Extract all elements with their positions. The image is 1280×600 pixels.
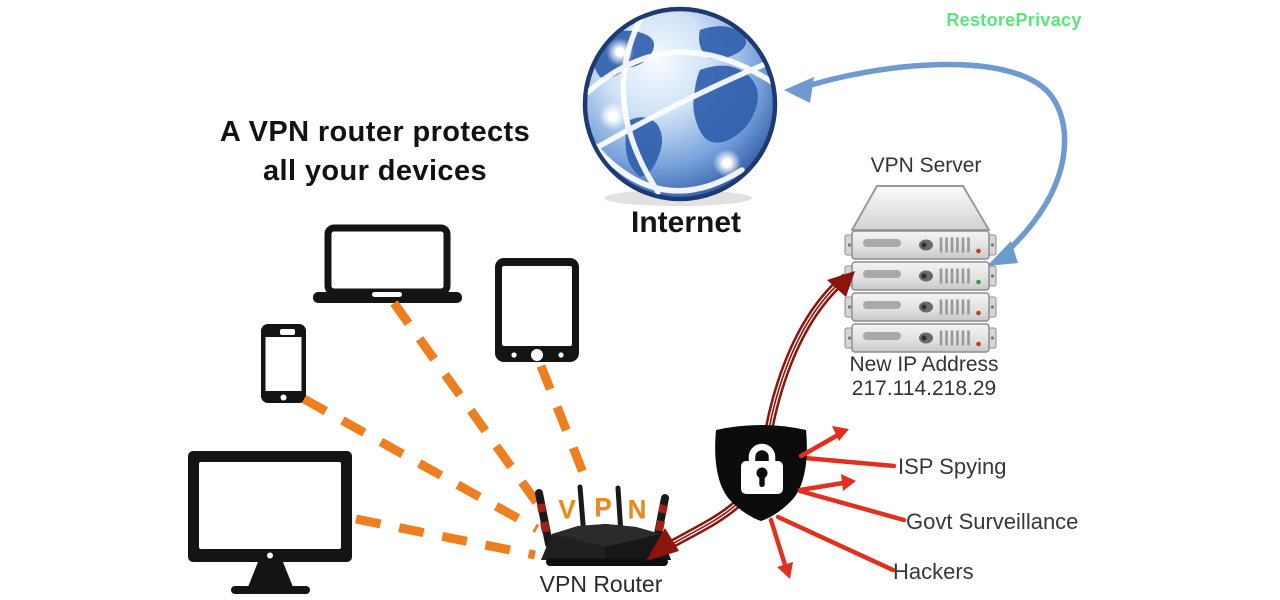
monitor-icon [188,451,352,594]
lock-shackle [748,443,776,464]
network-node-glow [599,38,741,177]
tunnel-arrowhead-server [827,271,855,297]
arrowhead-at-server [987,241,1018,266]
threat-line-isp [802,455,897,469]
brand-label: RestorePrivacy [946,10,1082,30]
laptop-icon [313,224,462,303]
heading-line-2: all your devices [262,155,487,187]
arrowhead-at-globe [784,77,814,103]
threat-line-hackers [775,514,896,573]
internet-globe-icon [582,6,778,206]
vpn-server-icon [844,185,997,353]
router-vpn-letter-n: N [627,494,647,524]
smartphone-icon [261,324,306,403]
threat-bounce-arrow-isp [798,426,849,459]
router-vpn-letter-v: V [558,494,576,524]
shield-lock-icon [715,425,807,521]
threat-bounce-arrow-govt [797,474,856,493]
internet-label: Internet [630,206,741,239]
tunnel-arrowhead-router [646,528,679,561]
server-to-internet-arrow [784,61,1068,266]
threat-label-hackers: Hackers [893,559,974,584]
threat-bounce-arrow-hackers [768,517,793,579]
threat-label-isp-spying: ISP Spying [898,454,1007,479]
server-units [844,230,997,353]
vpn-router-icon [535,484,671,566]
tablet-connection-line [536,364,594,490]
ip-address-label: 217.114.218.29 [851,377,997,400]
monitor-connection-line [355,514,536,560]
encrypted-tunnel-arrow [646,271,855,561]
heading-line-1: A VPN router protects [219,116,531,148]
vpn-server-label: VPN Server [870,154,982,177]
router-vpn-letter-p: P [594,492,612,522]
threat-label-govt-surveillance: Govt Surveillance [906,509,1079,534]
vpn-router-label: VPN Router [539,571,663,597]
new-ip-label: New IP Address [849,353,999,376]
tablet-icon [495,258,579,362]
threat-line-govt [797,488,907,523]
phone-connection-line [301,395,540,533]
